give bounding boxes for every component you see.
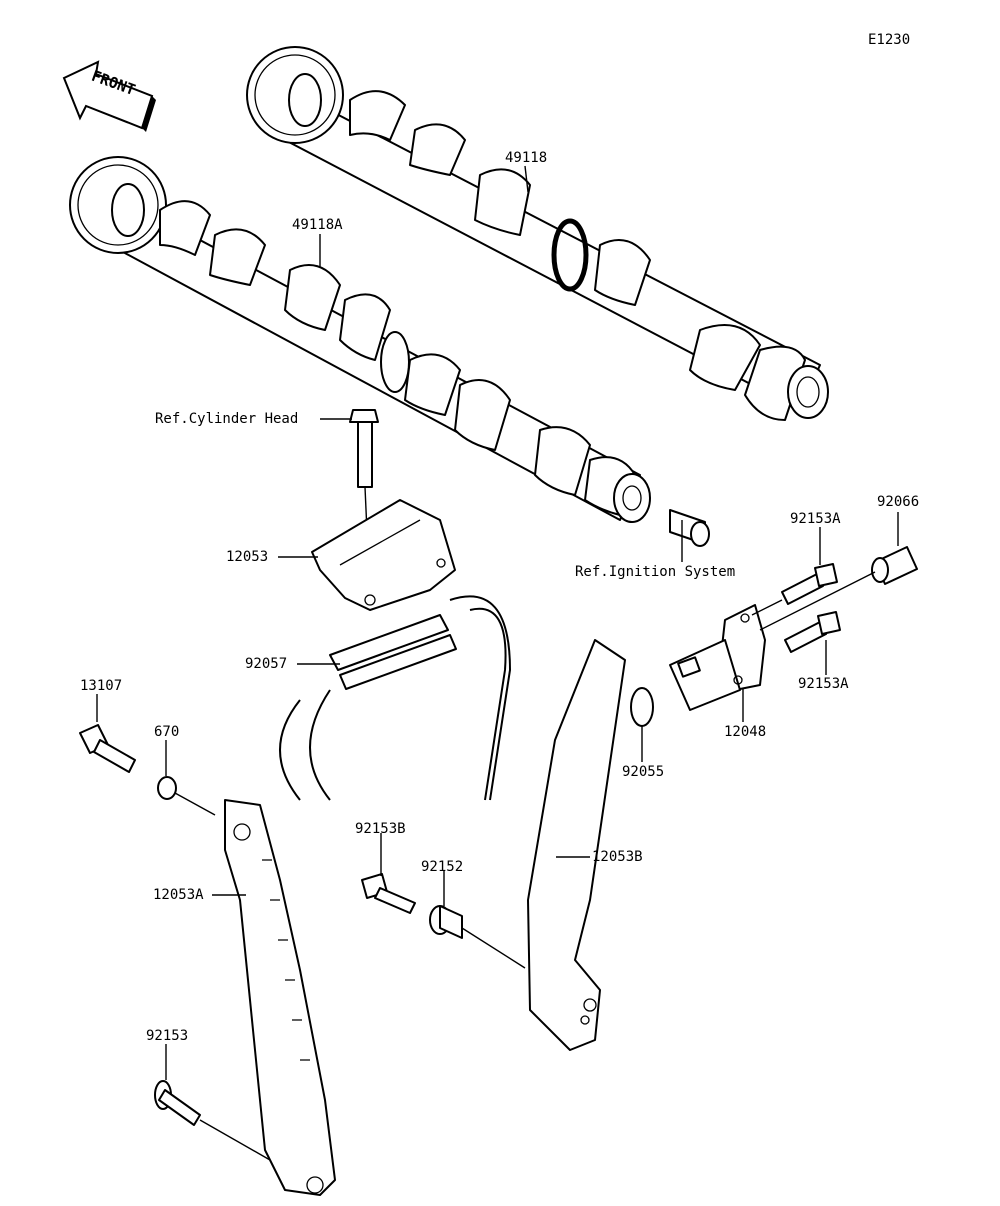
camshaft-exhaust xyxy=(246,46,829,421)
oring-92055 xyxy=(630,687,654,727)
front-arrow-icon: FRONT xyxy=(62,60,156,132)
label-12053a: 12053A xyxy=(153,887,204,903)
label-49118: 49118 xyxy=(505,150,548,166)
label-ref-ignition-system: Ref.Ignition System xyxy=(575,564,736,580)
label-49118a: 49118A xyxy=(292,217,343,233)
label-92066: 92066 xyxy=(877,494,920,510)
diagram-code: E1230 xyxy=(868,32,911,48)
collar xyxy=(429,905,526,969)
tensioner-bolt-top xyxy=(751,563,838,616)
label-13107: 13107 xyxy=(80,678,123,694)
tensioner-plug xyxy=(759,546,918,631)
label-12048: 12048 xyxy=(724,724,767,740)
guide-pivot-bolt xyxy=(79,724,136,773)
camshaft-intake xyxy=(69,156,710,547)
label-92152: 92152 xyxy=(421,859,464,875)
cam-sprocket-upper xyxy=(246,46,344,144)
label-92153a-bottom: 92153A xyxy=(798,676,849,692)
label-92153a-top: 92153A xyxy=(790,511,841,527)
tensioner-bolt-bottom xyxy=(784,611,841,653)
label-12053: 12053 xyxy=(226,549,269,565)
chain-guide-right xyxy=(527,639,626,1051)
label-ref-cylinder-head: Ref.Cylinder Head xyxy=(155,411,299,427)
chain-guide-left xyxy=(224,799,336,1196)
oring-670 xyxy=(157,776,177,800)
label-92057: 92057 xyxy=(245,656,288,672)
cam-chain-tensioner xyxy=(669,604,766,711)
label-670: 670 xyxy=(154,724,180,740)
label-92153: 92153 xyxy=(146,1028,189,1044)
leader-lines xyxy=(96,165,899,1080)
bolt-b xyxy=(361,873,416,914)
cam-sprocket-lower xyxy=(69,156,167,254)
chain-guide-upper xyxy=(311,499,456,611)
timing-chain xyxy=(279,595,511,801)
label-92153b: 92153B xyxy=(355,821,406,837)
guide-bolt-bottom xyxy=(154,1080,271,1161)
label-12053b: 12053B xyxy=(592,849,643,865)
label-92055: 92055 xyxy=(622,764,665,780)
